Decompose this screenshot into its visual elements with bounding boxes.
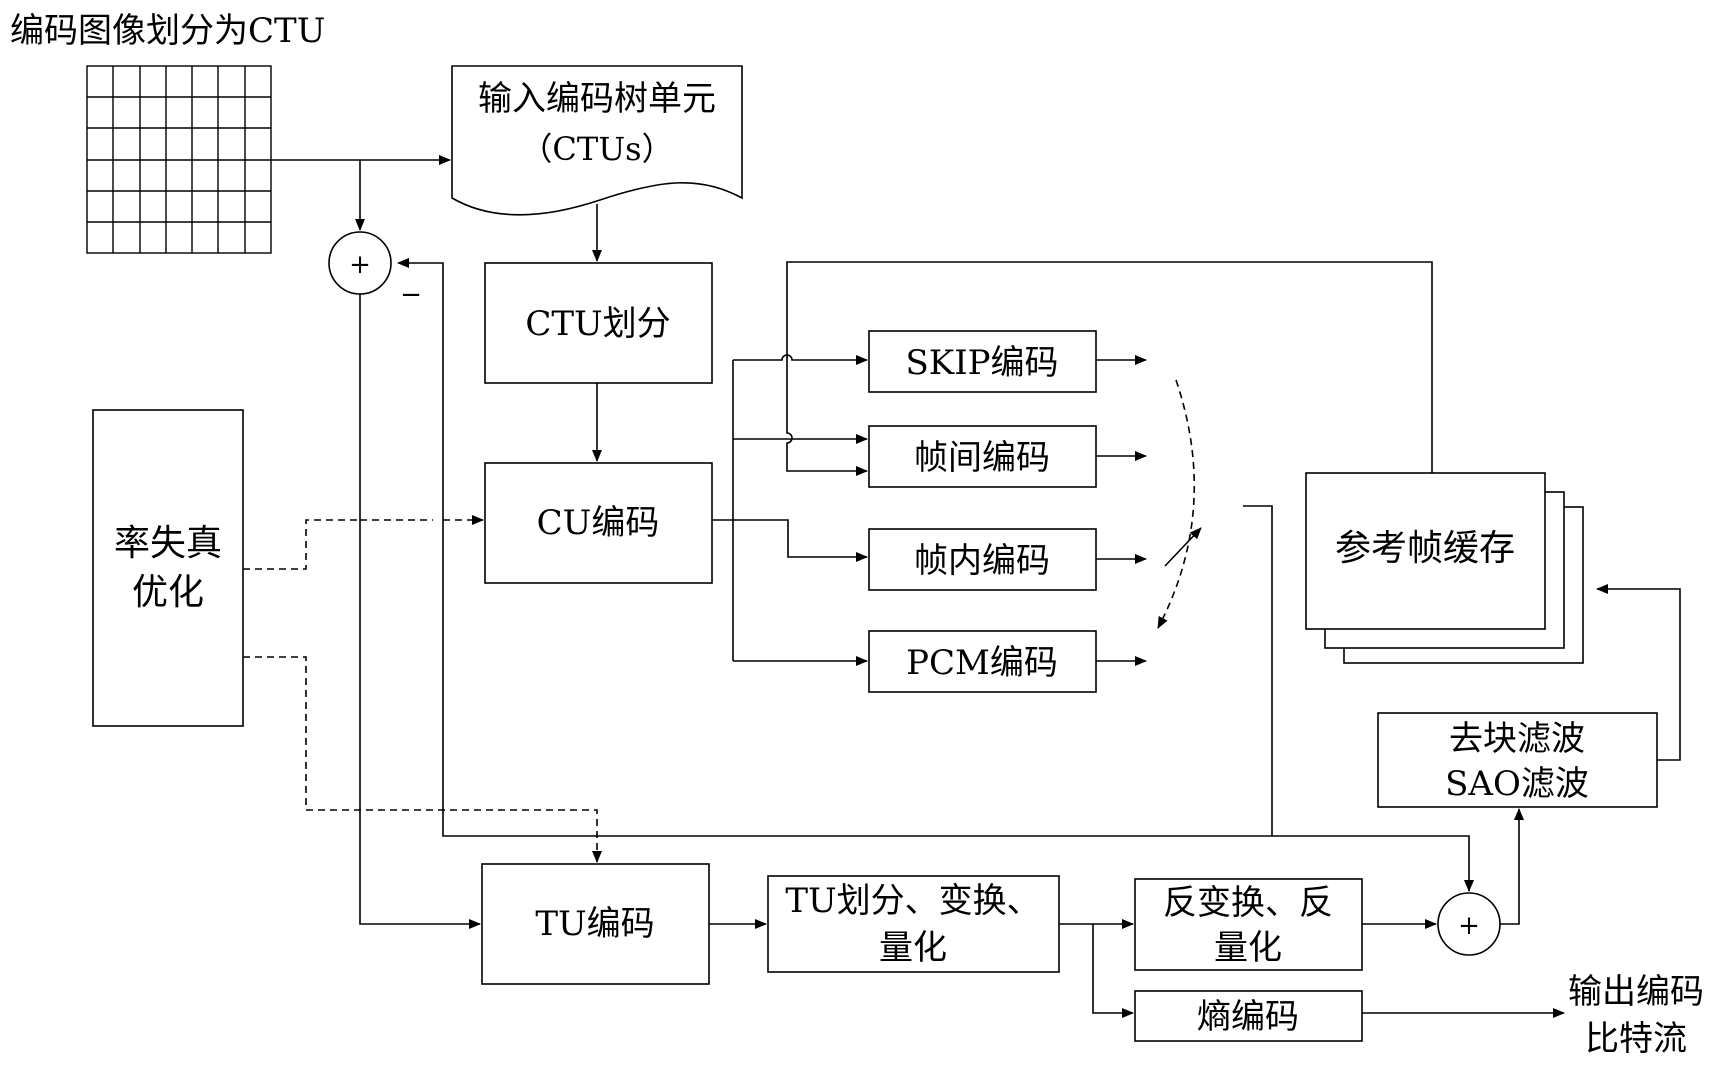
ref-frame-buffer: 参考帧缓存 [1306, 473, 1583, 663]
input-ctu-document: 输入编码树单元 （CTUs） [452, 66, 742, 215]
tu-coding-box: TU编码 [482, 864, 709, 984]
loop-filter-box: 去块滤波 SAO滤波 [1378, 713, 1657, 807]
transform-quant-label: TU划分、变换、 [785, 881, 1040, 921]
inverse-transform-box: 反变换、反 量化 [1135, 879, 1362, 970]
intra-coding-box: 帧内编码 [869, 529, 1096, 590]
rdo-box: 率失真 优化 [93, 410, 243, 726]
output-bitstream-label: 输出编码 [1568, 972, 1704, 1012]
tu-coding-label: TU编码 [535, 904, 654, 944]
ctu-split-label: CTU划分 [525, 304, 670, 344]
rdo-label: 率失真 [114, 523, 222, 564]
input-ctu-label: 输入编码树单元 [478, 79, 716, 119]
inverse-transform-label: 反变换、反 [1163, 883, 1333, 923]
cu-coding-label: CU编码 [537, 503, 660, 543]
inverse-transform-sublabel: 量化 [1214, 928, 1282, 968]
ref-frame-buffer-label: 参考帧缓存 [1335, 528, 1515, 569]
subtractor-plus: + [349, 250, 371, 280]
input-ctu-sublabel: （CTUs） [520, 130, 673, 168]
transform-quant-box: TU划分、变换、 量化 [768, 876, 1059, 972]
inter-coding-box: 帧间编码 [869, 426, 1096, 487]
subtractor-junction: + − [329, 232, 422, 310]
loop-filter-sublabel: SAO滤波 [1445, 764, 1589, 804]
picture-grid [87, 66, 271, 253]
ctu-partition-caption: 编码图像划分为CTU [10, 11, 325, 51]
intra-coding-label: 帧内编码 [914, 541, 1050, 581]
entropy-coding-box: 熵编码 [1135, 991, 1362, 1041]
skip-coding-box: SKIP编码 [869, 331, 1096, 392]
reconstruction-plus: + [1458, 911, 1480, 941]
pcm-coding-box: PCM编码 [869, 631, 1096, 692]
inter-coding-label: 帧间编码 [914, 438, 1050, 478]
entropy-coding-label: 熵编码 [1197, 997, 1299, 1037]
pcm-coding-label: PCM编码 [906, 643, 1058, 683]
subtractor-minus: − [400, 280, 422, 310]
loop-filter-label: 去块滤波 [1449, 719, 1585, 759]
output-bitstream-sublabel: 比特流 [1585, 1019, 1687, 1059]
ctu-split-box: CTU划分 [485, 263, 712, 383]
transform-quant-sublabel: 量化 [879, 928, 947, 968]
rdo-sublabel: 优化 [132, 572, 204, 613]
reconstruction-junction: + [1438, 893, 1500, 955]
cu-coding-box: CU编码 [485, 463, 712, 583]
skip-coding-label: SKIP编码 [906, 343, 1059, 383]
